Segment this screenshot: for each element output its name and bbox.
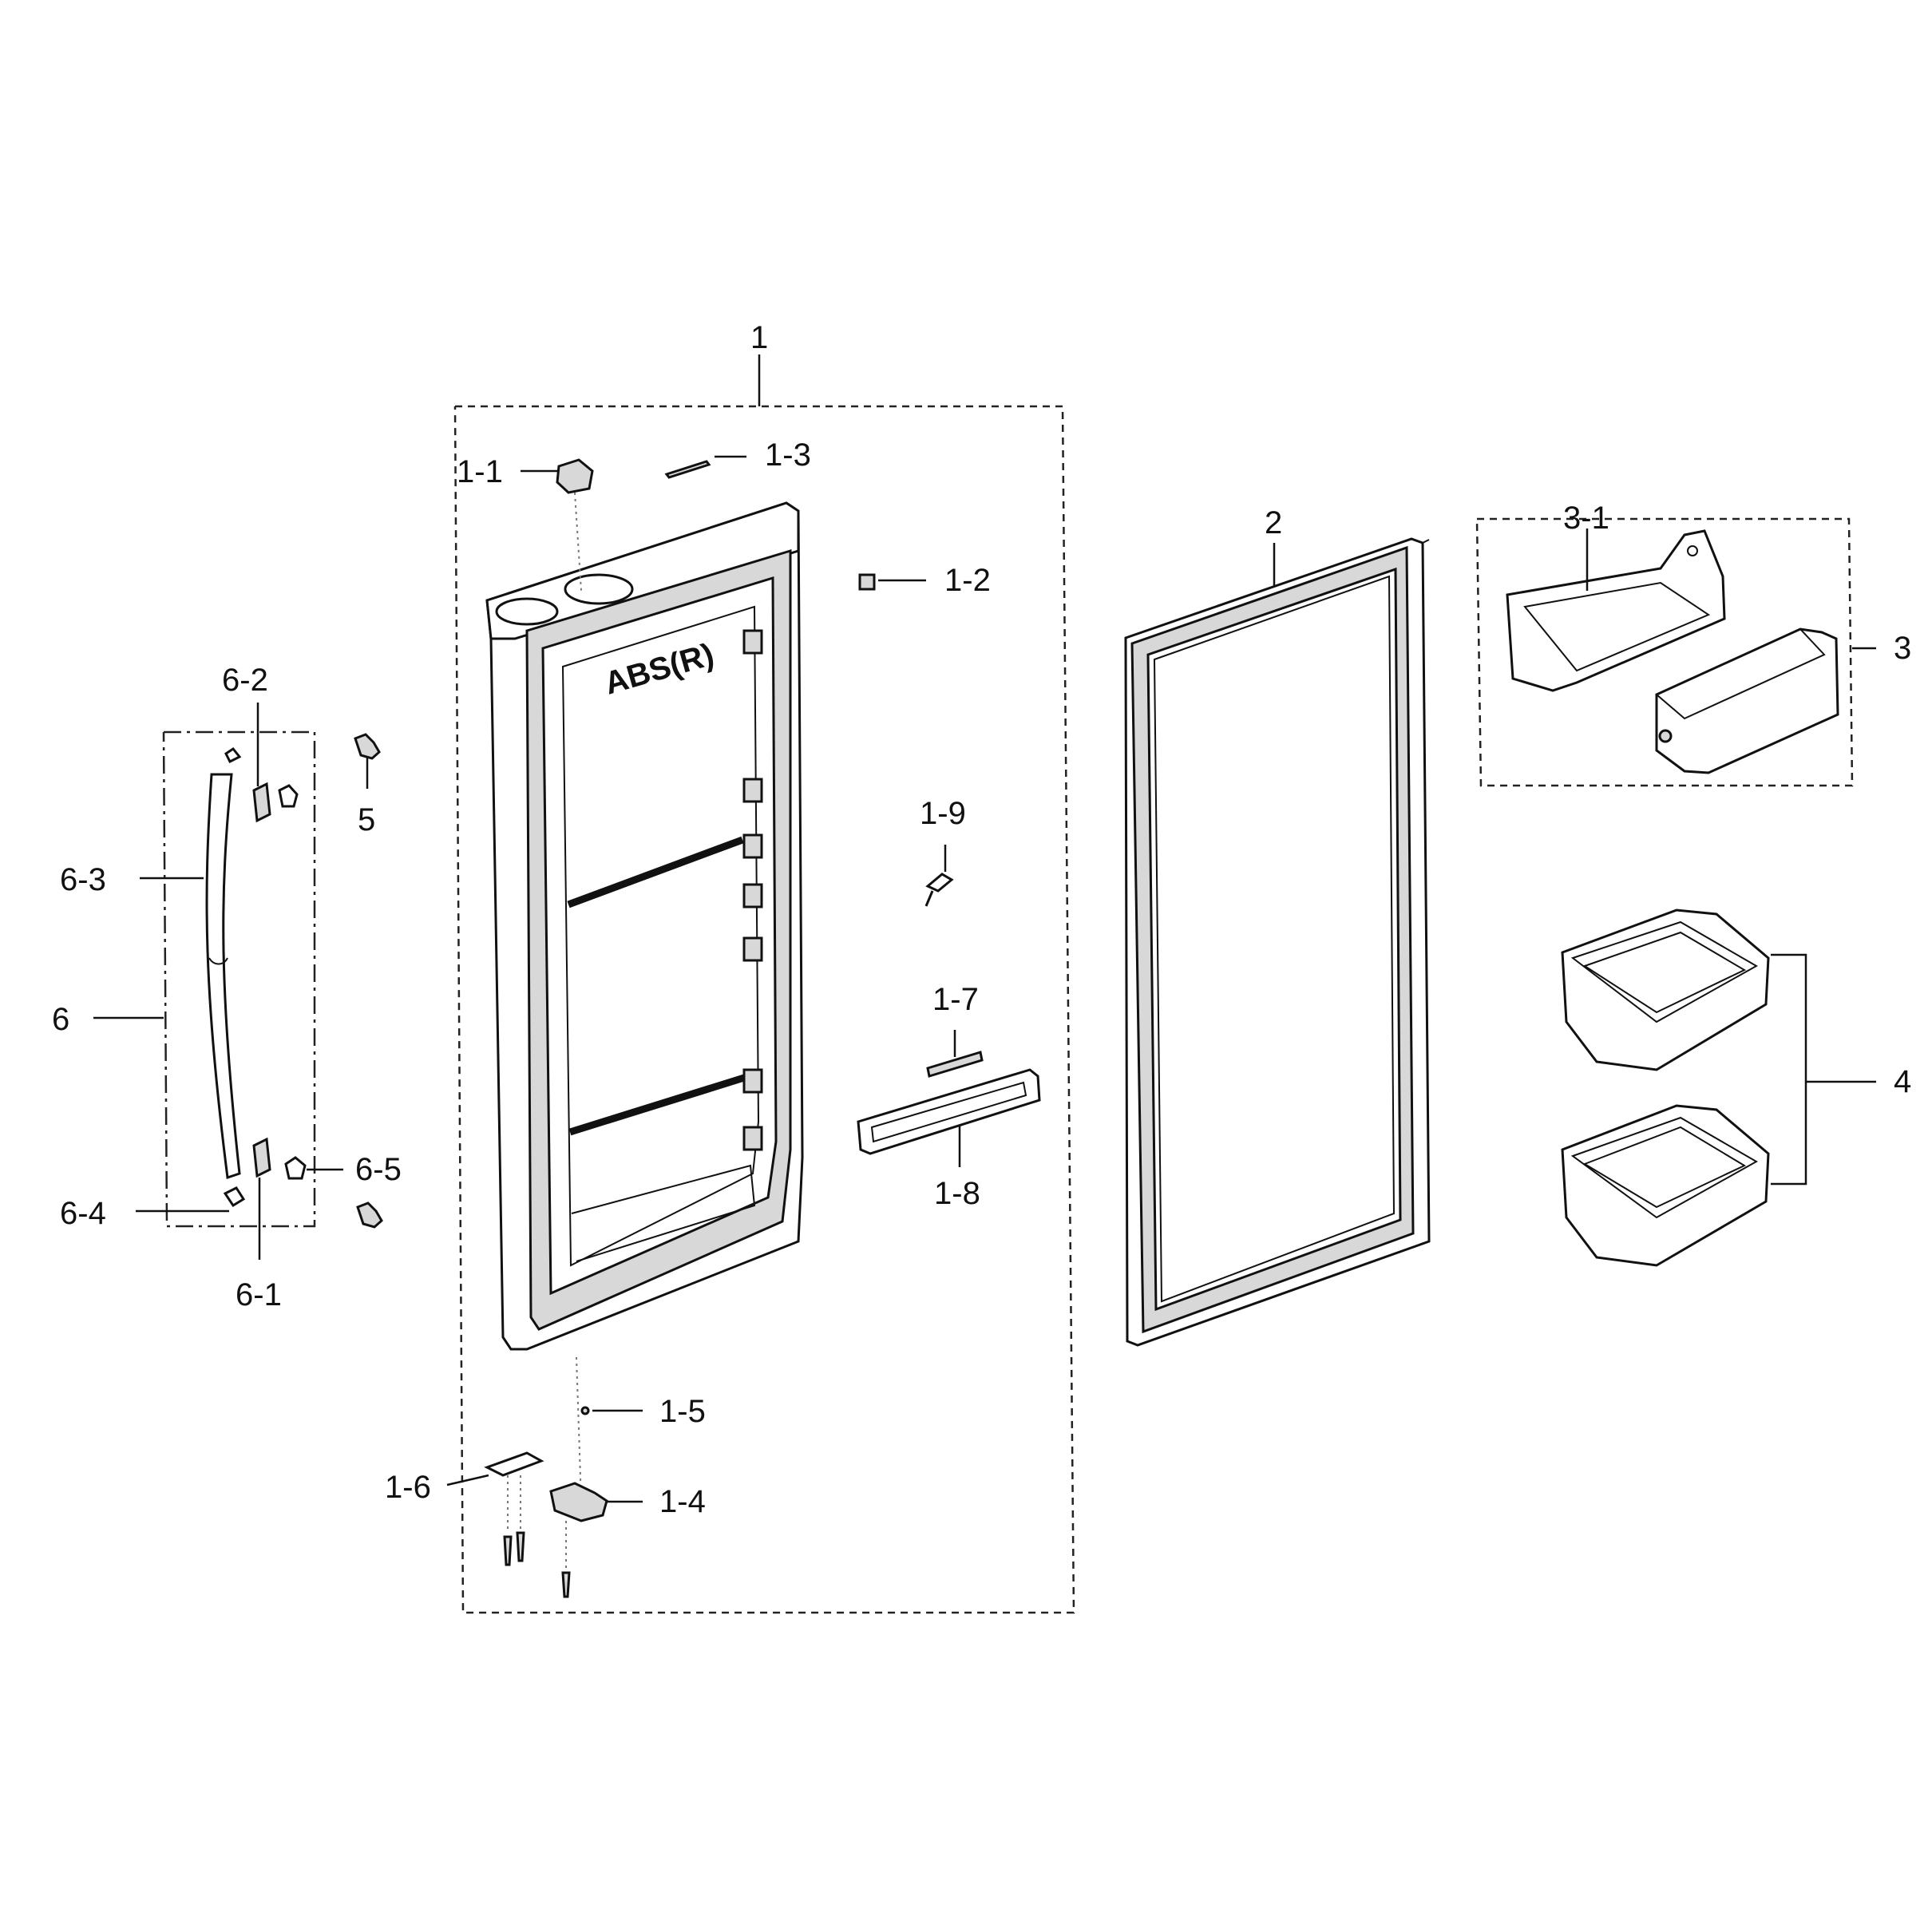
callout-6-3: 6-3 (60, 862, 106, 897)
part-6-2-upper-mount (252, 782, 299, 823)
callout-6-5: 6-5 (355, 1152, 402, 1187)
callout-1-4: 1-4 (659, 1484, 706, 1519)
callout-1-2: 1-2 (944, 563, 991, 598)
part-6-1-lower-mount (252, 1137, 271, 1178)
part-3-guard (1655, 627, 1839, 774)
handle-assembly-group: 6-3 6-2 6-1 6-5 6-4 6 (52, 663, 402, 1312)
callout-1: 1 (750, 320, 768, 355)
part-6-3-handle-bar (205, 746, 242, 1180)
part-1-4-hinge (549, 1482, 608, 1598)
callout-2: 2 (1265, 505, 1282, 540)
door-assembly-boundary (453, 405, 1075, 1614)
callout-6-1: 6-1 (236, 1277, 282, 1312)
part-6-5-knob (284, 1156, 307, 1180)
door-assembly-group: ABS(R) 1-1 1-3 1-2 1-9 1-7 1-8 (385, 320, 1075, 1614)
part-5-fastener-lower (356, 1201, 383, 1229)
callout-6: 6 (52, 1002, 69, 1037)
callout-1-5: 1-5 (659, 1394, 706, 1429)
part-6-4-end-cap (223, 1186, 246, 1208)
callout-1-3: 1-3 (765, 437, 811, 473)
callout-1-8: 1-8 (934, 1176, 980, 1211)
part-1-1-hinge-cap (556, 458, 594, 592)
part-1-8-cover (857, 1068, 1041, 1155)
part-1-7-strip (926, 1051, 984, 1078)
part-1-2-clip (858, 573, 876, 591)
part-2-gasket (1124, 537, 1431, 1347)
callout-3: 3 (1894, 631, 1911, 666)
handle-assembly-boundary (162, 730, 316, 1228)
callout-1-1: 1-1 (457, 454, 503, 489)
part-3-1-guard-cap (1506, 529, 1726, 692)
part-4-bin-lower (1561, 1104, 1770, 1267)
guard-assembly-group: 3 3-1 (1475, 501, 1911, 787)
callout-3-1: 3-1 (1563, 501, 1609, 536)
door-body: ABS(R) (485, 501, 804, 1351)
guard-assembly-boundary (1475, 517, 1854, 787)
callout-5: 5 (358, 802, 375, 837)
callout-1-6: 1-6 (385, 1470, 431, 1505)
callout-6-4: 6-4 (60, 1196, 106, 1231)
part-5-fastener-upper (354, 733, 381, 760)
callout-6-2: 6-2 (222, 663, 268, 698)
part-1-3-strip (664, 460, 711, 479)
callout-1-7: 1-7 (932, 982, 979, 1017)
part-1-5-screw (580, 1406, 590, 1415)
part-1-9-pin (924, 873, 954, 907)
part-4-bin-upper (1561, 909, 1770, 1071)
callout-4: 4 (1894, 1064, 1911, 1099)
part-1-6-bracket (484, 1451, 544, 1566)
callout-1-9: 1-9 (920, 796, 966, 831)
